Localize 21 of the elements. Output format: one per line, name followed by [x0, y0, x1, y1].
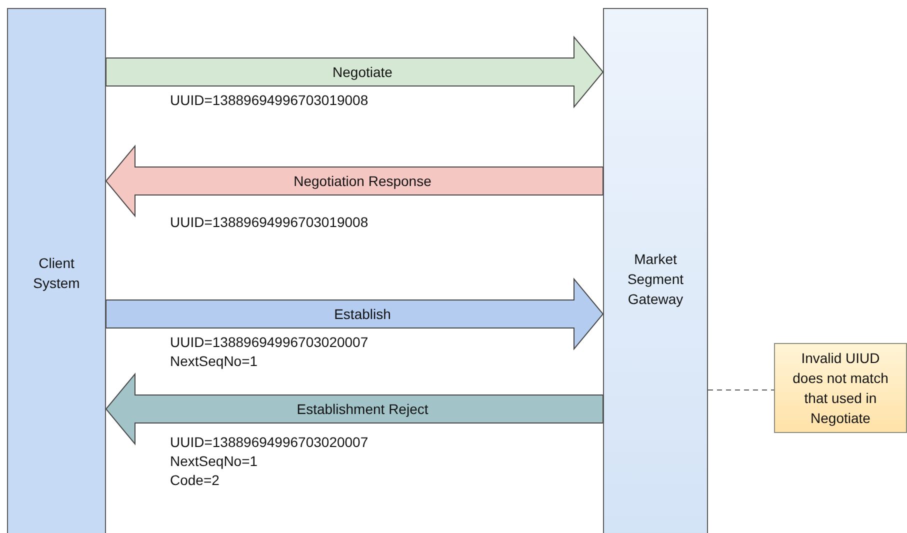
edge-label: Negotiation Response	[294, 173, 432, 189]
lifeline-label: Market Segment Gateway	[626, 250, 685, 309]
lifeline-box	[7, 8, 106, 533]
message-field: UUID=13889694996703019008	[170, 91, 368, 110]
edge-label: Establish	[334, 306, 391, 322]
edge-label: Negotiate	[332, 64, 392, 80]
block-arrow	[105, 144, 604, 218]
message-field: NextSeqNo=1	[170, 352, 258, 371]
note-box	[774, 343, 907, 433]
message-field: UUID=13889694996703020007	[170, 333, 368, 352]
block-arrow	[105, 372, 604, 446]
message-field: Code=2	[170, 471, 220, 490]
lifeline-box	[603, 8, 708, 533]
lifeline-label: Client System	[32, 254, 81, 293]
edge-label: Establishment Reject	[296, 401, 428, 417]
message-field: UUID=13889694996703019008	[170, 213, 368, 232]
block-arrow	[106, 278, 604, 350]
block-arrow	[106, 36, 604, 108]
note-text: Invalid UIUD does not match that used in Negotiate	[792, 349, 890, 428]
message-field: NextSeqNo=1	[170, 452, 258, 471]
message-field: UUID=13889694996703020007	[170, 433, 368, 452]
